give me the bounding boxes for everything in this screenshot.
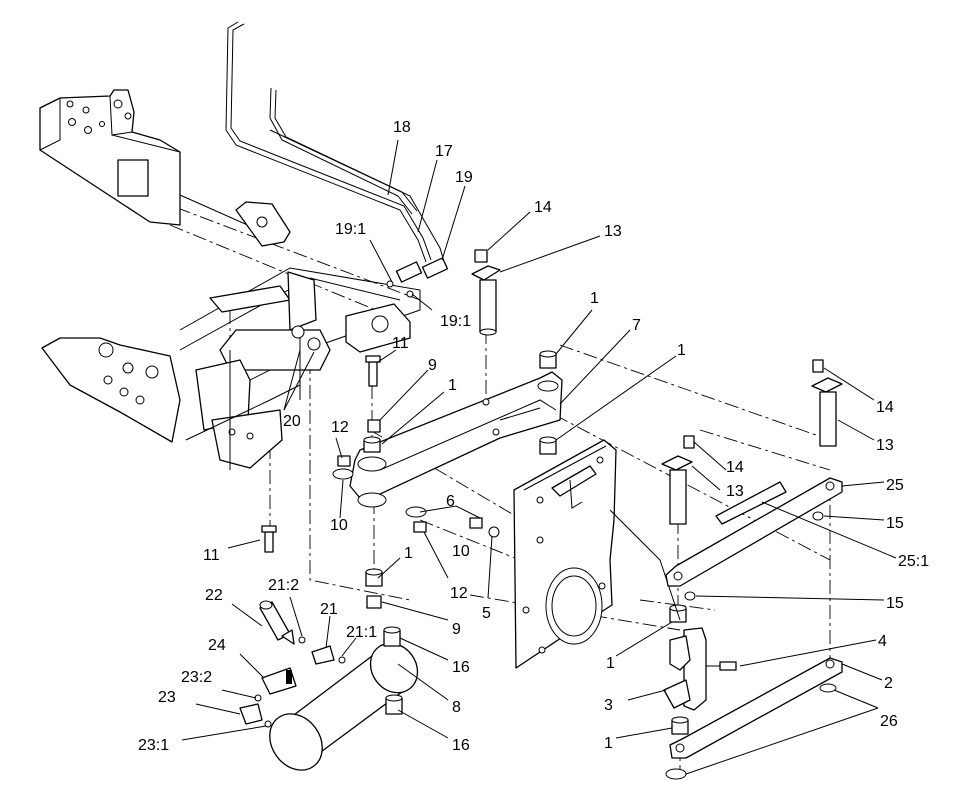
- fittings-21-24: [239, 600, 346, 728]
- callout-labels: 18 17 19 19:1 19:1 14 13 1 7 1 11 9 1 20…: [138, 119, 929, 754]
- callout-17: 17: [435, 143, 453, 160]
- callout-16-a: 16: [452, 659, 470, 676]
- callout-9-b: 9: [452, 621, 461, 638]
- callout-13-a: 13: [604, 223, 622, 240]
- callout-21-2: 21:2: [268, 577, 299, 594]
- callout-15-b: 15: [886, 595, 904, 612]
- frame-tube-upper: [39, 89, 291, 247]
- callout-22: 22: [205, 587, 223, 604]
- callout-12-b: 12: [450, 585, 468, 602]
- callout-21-1: 21:1: [346, 624, 377, 641]
- callout-4: 4: [878, 633, 887, 650]
- callout-1-d: 1: [404, 545, 413, 562]
- callout-3: 3: [604, 697, 613, 714]
- callout-13-c: 13: [726, 483, 744, 500]
- callout-25-1: 25:1: [898, 553, 929, 570]
- link-25: [665, 477, 843, 587]
- callout-2: 2: [884, 675, 893, 692]
- callout-1-c: 1: [448, 377, 457, 394]
- callout-14-b: 14: [876, 399, 894, 416]
- callout-12-a: 12: [331, 419, 349, 436]
- leader-lines: [181, 139, 897, 775]
- main-frame: [41, 267, 421, 470]
- callout-11-b: 11: [203, 547, 220, 564]
- callout-25: 25: [886, 477, 904, 494]
- callout-1-f: 1: [604, 735, 613, 752]
- fittings-19: [386, 257, 449, 298]
- callout-19-1-bottom: 19:1: [440, 313, 471, 330]
- callout-16-b: 16: [452, 737, 470, 754]
- callout-8: 8: [452, 699, 461, 716]
- callout-24: 24: [208, 637, 226, 654]
- cylinder-8: [269, 626, 419, 771]
- callout-14-a: 14: [534, 199, 552, 216]
- callout-1-e: 1: [606, 655, 615, 672]
- callout-23: 23: [158, 689, 176, 706]
- callout-14-c: 14: [726, 459, 744, 476]
- pin-13-b: [811, 359, 843, 447]
- callout-6: 6: [446, 493, 455, 510]
- callout-21: 21: [320, 601, 338, 618]
- callout-26: 26: [880, 713, 898, 730]
- callout-10-b: 10: [452, 543, 470, 560]
- mounting-plate: [513, 439, 681, 669]
- callout-18: 18: [393, 119, 411, 136]
- callout-5: 5: [482, 605, 491, 622]
- callout-11-a: 11: [392, 335, 409, 352]
- bracket-3: [663, 627, 737, 711]
- arm-7: [349, 371, 563, 508]
- callout-19: 19: [455, 169, 473, 186]
- callout-15-a: 15: [886, 515, 904, 532]
- callout-23-2: 23:2: [181, 669, 212, 686]
- callout-7: 7: [632, 317, 641, 334]
- callout-13-b: 13: [876, 437, 894, 454]
- callout-23-1: 23:1: [138, 737, 169, 754]
- callout-1-a: 1: [590, 290, 599, 307]
- callout-10-a: 10: [330, 517, 348, 534]
- pin-13-a: [471, 249, 501, 336]
- pin-13-c: [661, 435, 695, 525]
- callout-1-b: 1: [677, 342, 686, 359]
- callout-19-1-top: 19:1: [335, 221, 366, 238]
- callout-9-a: 9: [428, 357, 437, 374]
- bushings: [261, 350, 824, 735]
- callout-20: 20: [283, 413, 301, 430]
